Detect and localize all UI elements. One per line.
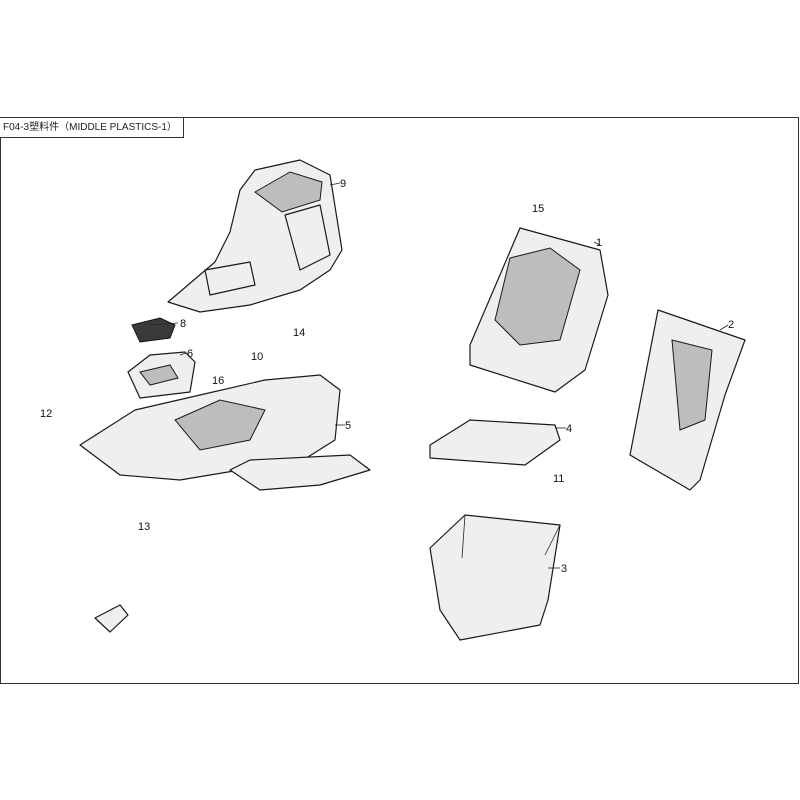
part-9-console-cover xyxy=(167,159,343,313)
part-3-storage-box xyxy=(429,514,561,641)
part-8-vent-cover xyxy=(131,317,176,343)
callout-11: 11 xyxy=(553,473,564,485)
drawing-frame xyxy=(0,117,799,684)
part-5-floor-tray xyxy=(79,374,371,491)
callout-14: 14 xyxy=(293,327,305,339)
callout-8: 8 xyxy=(180,318,186,330)
callout-12: 12 xyxy=(40,408,52,420)
callout-15: 15 xyxy=(532,203,544,215)
callout-4: 4 xyxy=(566,423,572,435)
callout-13: 13 xyxy=(138,521,150,533)
callout-16: 16 xyxy=(212,375,224,387)
callout-labels: 1 2 3 4 5 6 8 9 10 11 12 13 14 15 16 xyxy=(40,178,734,575)
part-1-inner-fender-left xyxy=(469,227,609,393)
leader-lines xyxy=(149,182,729,569)
diagram-title: F04-3塑料件（MIDDLE PLASTICS-1） xyxy=(0,117,184,138)
callout-5: 5 xyxy=(345,420,351,432)
callout-3: 3 xyxy=(561,563,567,575)
front-arrow-icon xyxy=(94,604,129,633)
callout-1: 1 xyxy=(596,237,602,249)
part-6-gauge-panel xyxy=(127,351,196,399)
part-4-storage-lid xyxy=(429,419,561,466)
callout-2: 2 xyxy=(728,319,734,331)
part-2-inner-fender-right xyxy=(629,309,746,491)
callout-9: 9 xyxy=(340,178,346,190)
callout-6: 6 xyxy=(187,348,193,360)
callout-10: 10 xyxy=(251,351,263,363)
